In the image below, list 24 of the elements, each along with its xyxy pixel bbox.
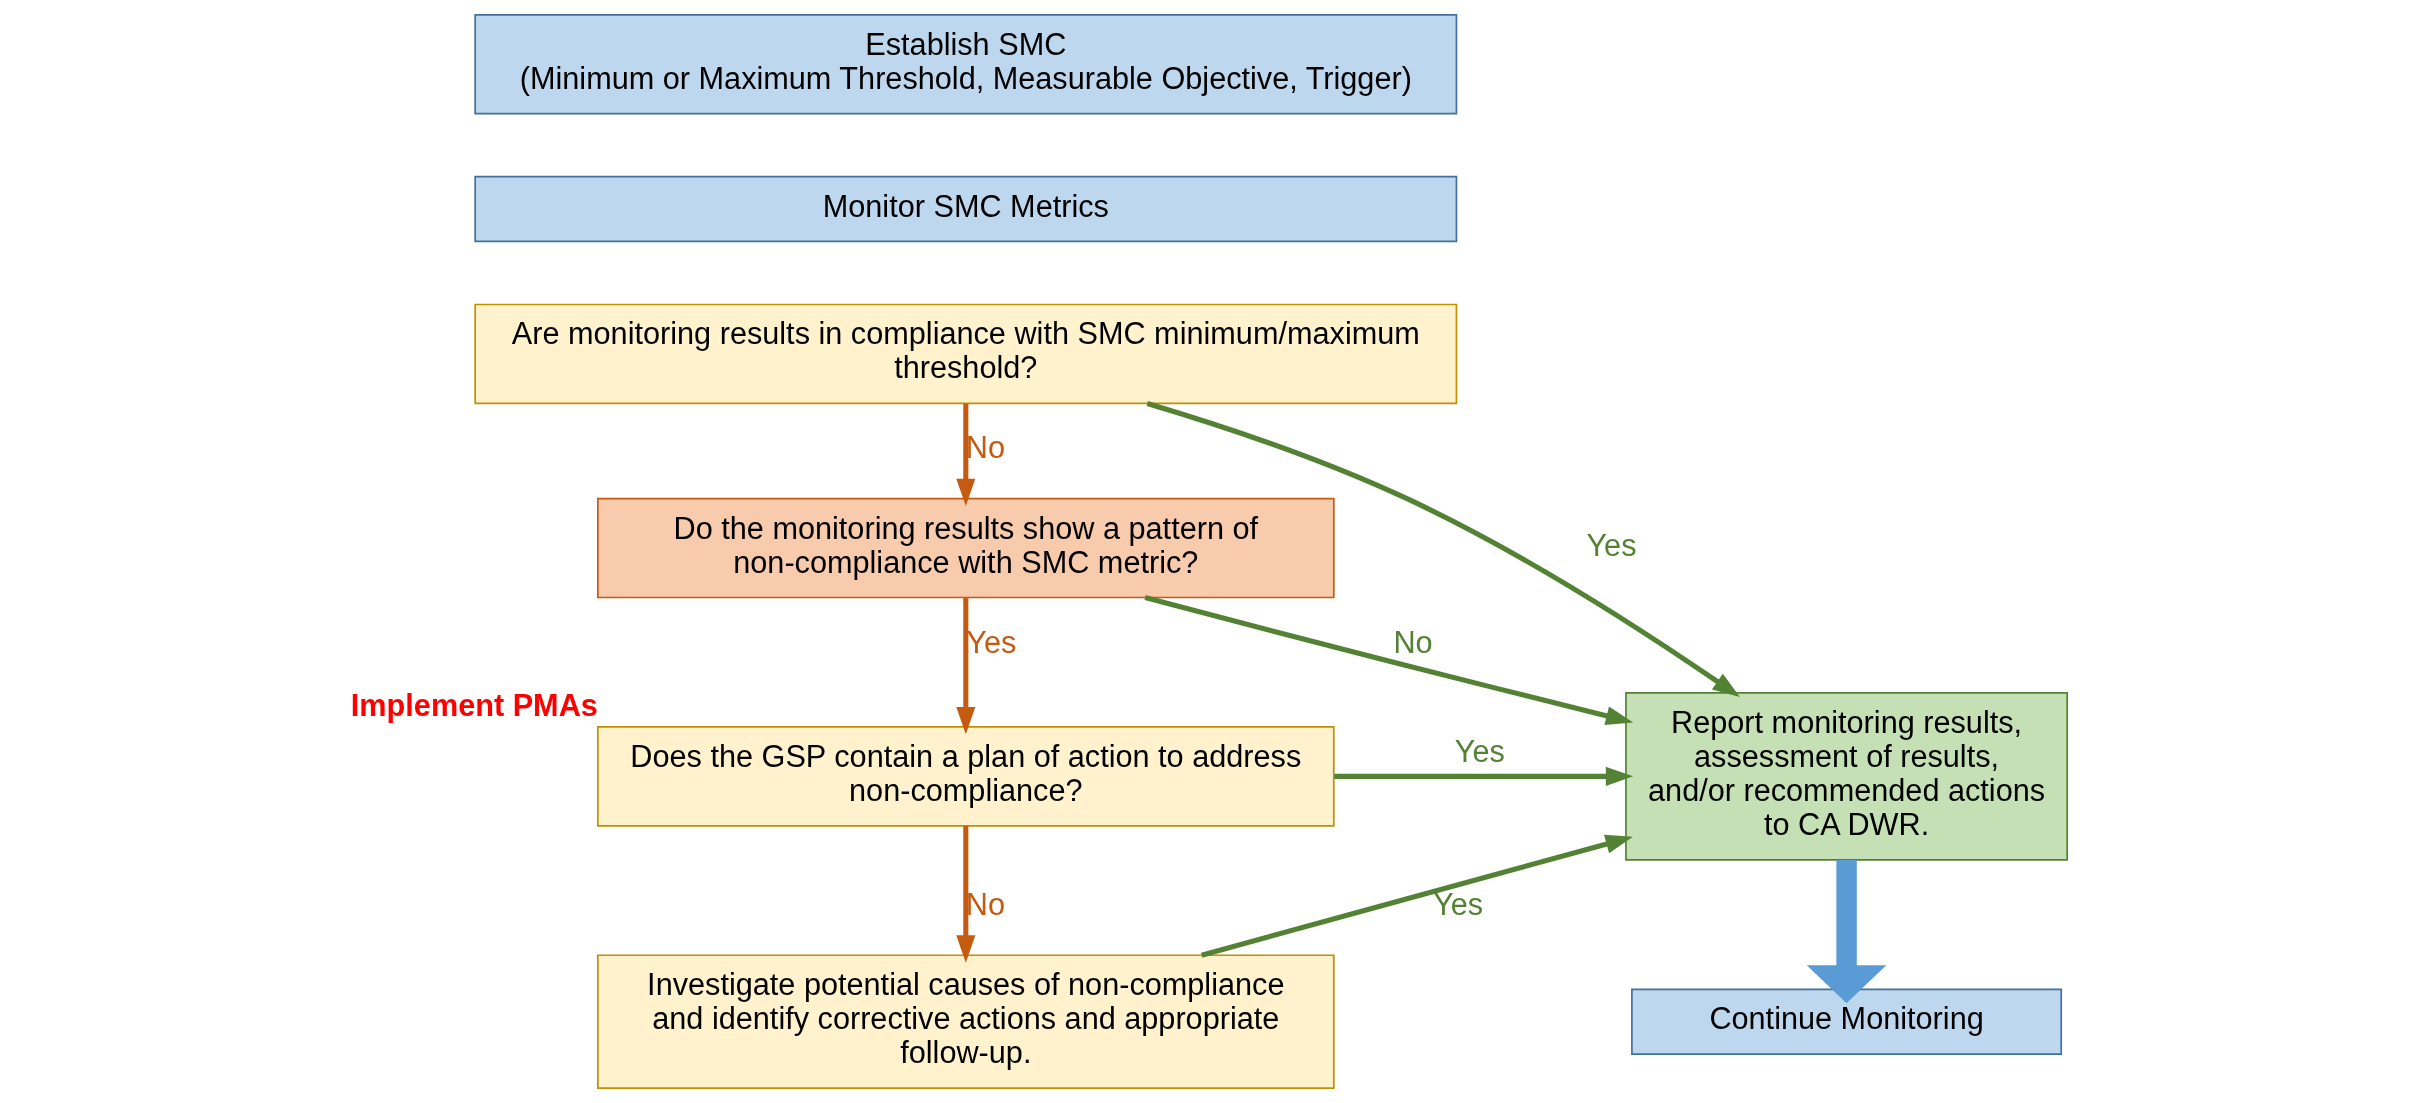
node-box: Continue Monitoring: [1631, 988, 2063, 1055]
arrow: [1146, 401, 1740, 698]
arrow: [1806, 859, 1887, 1004]
node-box: Investigate potential causes of non-compliance and identify corrective actions and appropriate follow-up.: [597, 954, 1335, 1089]
edge-label: No: [965, 887, 1005, 922]
node-box: Are monitoring results in compliance with SMC minimum/maximum threshold?: [474, 303, 1458, 405]
edge-label: Yes: [966, 624, 1017, 659]
node-box: Does the GSP contain a plan of action to address non-compliance?: [597, 726, 1335, 827]
node-box: Monitor SMC Metrics: [474, 175, 1458, 243]
arrow: [956, 825, 976, 963]
arrow: [1201, 834, 1633, 958]
node-label: Implement PMAs: [350, 687, 598, 722]
node-box: Establish SMC (Minimum or Maximum Threshold, Measurable Objective, Trigger): [474, 14, 1458, 115]
node-box: Do the monitoring results show a pattern of non-compliance with SMC metric?: [597, 497, 1335, 599]
arrow: [956, 403, 976, 506]
arrow: [1144, 595, 1634, 726]
arrow: [1334, 766, 1634, 786]
edge-label: Yes: [1433, 887, 1484, 922]
node-box: Report monitoring results, assessment of results, and/or recommended actions to CA DWR.: [1625, 692, 2069, 861]
edge-label: Yes: [1454, 733, 1505, 768]
edge-label: Yes: [1586, 527, 1637, 562]
arrow: [956, 598, 976, 735]
edge-label: No: [1393, 624, 1433, 659]
edge-label: No: [965, 430, 1005, 465]
